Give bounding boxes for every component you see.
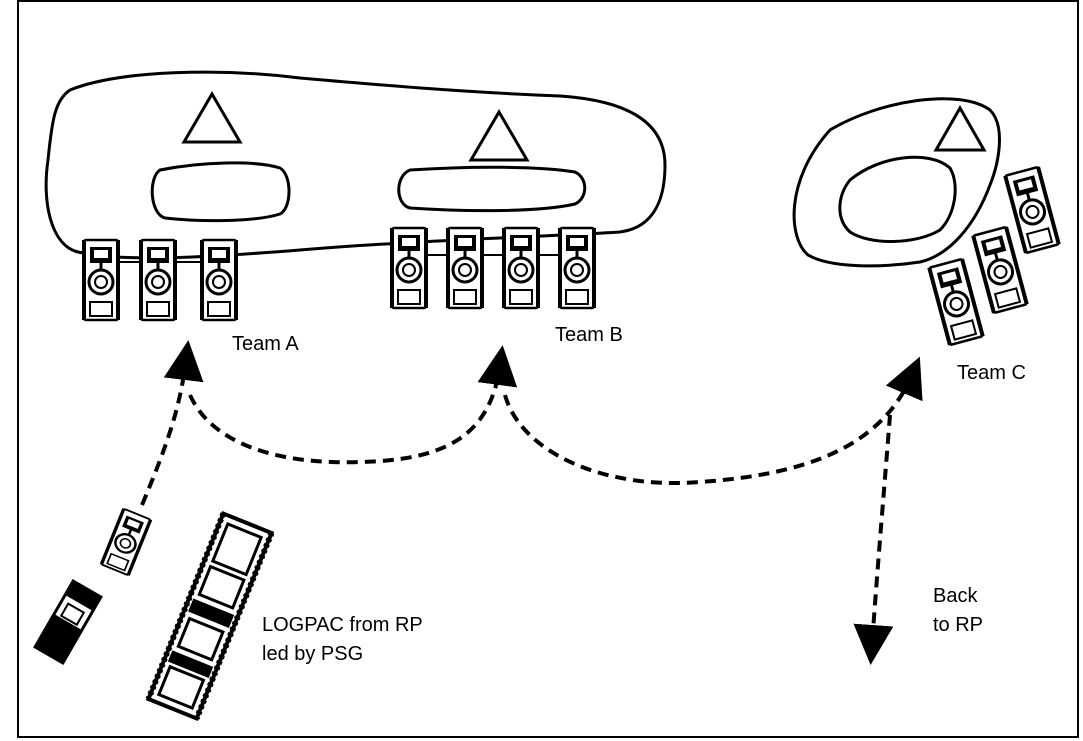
route-b-to-c xyxy=(503,356,923,485)
truck-icon xyxy=(558,226,596,310)
truck-icon xyxy=(502,226,540,310)
inner-area-left xyxy=(150,161,291,223)
truck-icon xyxy=(139,238,177,322)
triangle-icon xyxy=(181,91,243,144)
truck-icon xyxy=(971,224,1029,316)
logpac-label-line1: LOGPAC from RP xyxy=(262,614,423,636)
back-to-rp-label-line2: to RP xyxy=(933,614,984,636)
inner-area-right xyxy=(397,165,587,213)
team-c-label: Team C xyxy=(957,362,1026,384)
truck-icon xyxy=(1003,164,1061,256)
truck-icon xyxy=(390,226,428,310)
route-a-to-b xyxy=(188,345,518,465)
assembly-area-outline-ab xyxy=(44,70,667,260)
truck-icon xyxy=(82,238,120,322)
back-to-rp-label-line1: Back xyxy=(933,585,978,607)
triangle-icon xyxy=(933,104,987,152)
route-back-to-rp xyxy=(853,414,894,665)
triangle-icon xyxy=(468,109,530,162)
team-a-label: Team A xyxy=(232,333,299,355)
team-b-label: Team B xyxy=(555,324,623,346)
assembly-area-outline-c xyxy=(792,97,1001,268)
truck-icon xyxy=(33,579,103,665)
logpac-convoy xyxy=(33,507,275,722)
logpac-label-line2: led by PSG xyxy=(262,643,364,665)
truck-icon xyxy=(99,507,153,577)
truck-icon xyxy=(927,256,985,348)
truck-icon xyxy=(145,510,275,722)
truck-icon xyxy=(446,226,484,310)
inner-area-c xyxy=(838,155,957,243)
route-to-team-a xyxy=(140,340,204,506)
truck-icon xyxy=(200,238,238,322)
